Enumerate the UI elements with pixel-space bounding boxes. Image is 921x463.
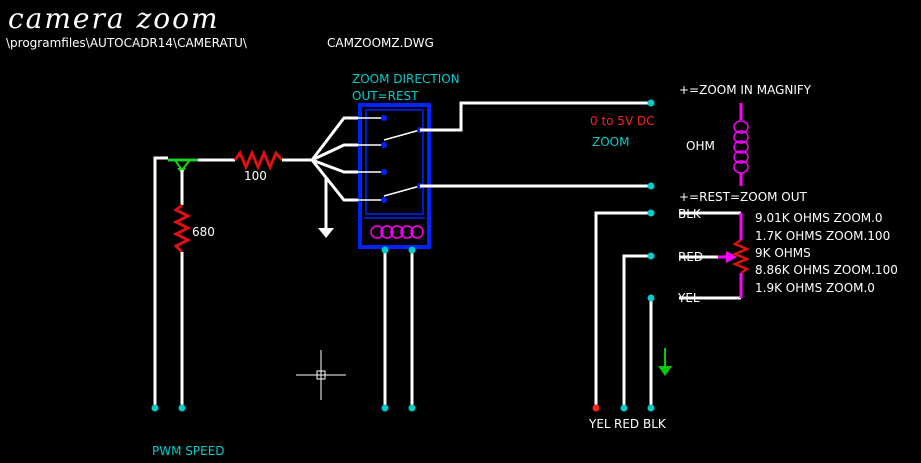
drawing-title: camera zoom	[8, 2, 220, 35]
resistor-680-label: 680	[192, 225, 215, 239]
motor-terminal-minus	[647, 182, 655, 190]
fan-wire-1	[310, 116, 358, 161]
relay-coil-node-2	[408, 246, 416, 254]
node-yel	[647, 294, 655, 302]
zoom-out-label: +=REST=ZOOM OUT	[679, 190, 808, 204]
relay-switch-top	[383, 129, 421, 141]
relay-coil-node-1	[381, 246, 389, 254]
relay-pin-1	[381, 115, 387, 121]
bottom-blk-label: BLK	[643, 417, 667, 431]
fan-wire-2	[311, 143, 358, 162]
file-path: \programfiles\AUTOCADR14\CAMERATU\	[6, 36, 248, 50]
pwm-transistor-circuit	[151, 116, 358, 412]
pot-wiper-arrow	[726, 251, 737, 263]
terminal-coil-1	[381, 404, 389, 412]
reading-5: 1.9K OHMS ZOOM.0	[755, 281, 875, 295]
relay-switch-bottom	[383, 185, 421, 197]
zoom-direction-label: ZOOM DIRECTION	[352, 72, 460, 86]
terminal-red	[620, 404, 628, 412]
bottom-red-label: RED	[614, 417, 639, 431]
pot-resistor	[731, 238, 751, 275]
zoom-potentiometer	[592, 209, 751, 412]
pot-red-wire	[622, 254, 651, 408]
green-down-arrow	[658, 348, 672, 376]
zoom-motor-coil	[733, 103, 749, 186]
ground-arrow	[318, 228, 334, 238]
zoom-direction-relay	[358, 99, 655, 412]
terminal-coil-2	[408, 404, 416, 412]
cad-crosshair-cursor	[296, 350, 346, 400]
relay-pin-2	[381, 142, 387, 148]
relay-frame-outer	[358, 103, 431, 249]
fan-wire-3	[311, 158, 358, 174]
blk-label: BLK	[678, 207, 702, 221]
relay-out-top	[420, 101, 651, 132]
relay-pin-3	[381, 169, 387, 175]
out-rest-label: OUT=REST	[352, 89, 419, 103]
relay-pin-4	[381, 197, 387, 203]
bottom-yel-label: YEL	[588, 417, 611, 431]
pot-blk-wire	[594, 211, 651, 408]
node-blk	[647, 209, 655, 217]
node-red	[647, 252, 655, 260]
terminal-yel	[592, 404, 600, 412]
ohm-label: OHM	[686, 139, 715, 153]
reading-2: 1.7K OHMS ZOOM.100	[755, 229, 890, 243]
terminal-pwm-2	[178, 404, 186, 412]
resistor-100-label: 100	[244, 169, 267, 183]
yel-label: YEL	[677, 291, 700, 305]
file-name: CAMZOOMZ.DWG	[327, 36, 434, 50]
zoom-in-label: +=ZOOM IN MAGNIFY	[679, 83, 812, 97]
zoom-label: ZOOM	[592, 135, 629, 149]
resistor-680	[172, 203, 192, 254]
relay-frame-inner	[365, 109, 424, 215]
motor-terminal-plus	[647, 99, 655, 107]
left-wire	[153, 156, 168, 408]
reading-3: 9K OHMS	[755, 246, 811, 260]
reading-4: 8.86K OHMS ZOOM.100	[755, 263, 898, 277]
relay-coil	[370, 225, 424, 239]
terminal-pwm-1	[151, 404, 159, 412]
fan-wire-4	[310, 159, 358, 202]
resistor-100	[233, 149, 284, 171]
pwm-speed-label: PWM SPEED	[152, 444, 225, 458]
reading-1: 9.01K OHMS ZOOM.0	[755, 211, 883, 225]
terminal-blk	[647, 404, 655, 412]
red-label: RED	[678, 250, 703, 264]
voltage-label: 0 to 5V DC	[590, 114, 655, 128]
